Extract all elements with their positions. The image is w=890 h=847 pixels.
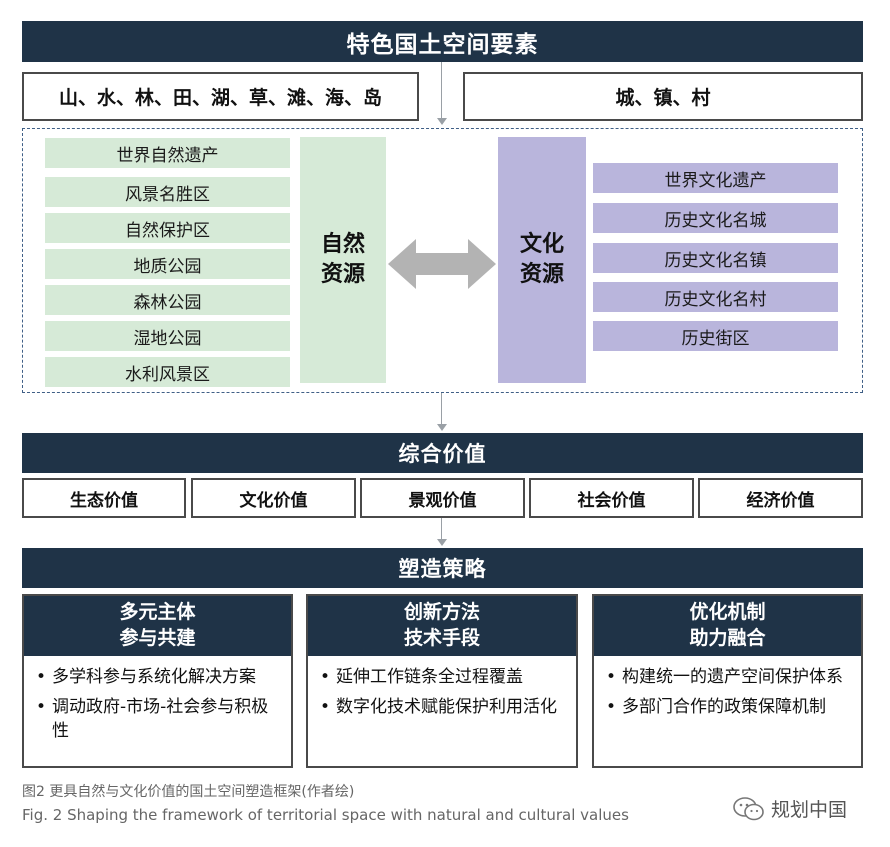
strategy-head-line1: 创新方法 — [403, 601, 480, 624]
cultural-resource-item: 历史文化名镇 — [593, 243, 838, 273]
strategy-column-header: 优化机制 助力融合 — [594, 596, 861, 656]
strategy-head-line1: 优化机制 — [689, 601, 766, 624]
strategy-bullet: 数字化技术赋能保护利用活化 — [318, 696, 568, 720]
cultural-resource-item: 历史文化名村 — [593, 282, 838, 312]
natural-resource-item: 水利风景区 — [45, 357, 290, 387]
cultural-label-line2: 资源 — [519, 262, 564, 287]
urban-elements-box: 城、镇、村 — [463, 72, 863, 121]
value-item: 景观价值 — [360, 478, 525, 518]
natural-resource-item: 地质公园 — [45, 249, 290, 279]
natural-label-line1: 自然 — [320, 232, 365, 258]
strategy-bullet-list: 多学科参与系统化解决方案 调动政府-市场-社会参与积极性 — [34, 666, 283, 749]
value-item: 文化价值 — [191, 478, 356, 518]
cultural-label-line1: 文化 — [519, 232, 564, 258]
strategy-head-line2: 参与共建 — [119, 627, 196, 649]
watermark-text: 规划中国 — [771, 799, 848, 821]
cultural-resource-item: 历史街区 — [593, 321, 838, 351]
cultural-resource-item: 世界文化遗产 — [593, 163, 838, 193]
wechat-icon — [733, 796, 764, 820]
strategy-bullet: 构建统一的遗产空间保护体系 — [604, 666, 853, 690]
strategy-bullet: 多部门合作的政策保障机制 — [604, 696, 853, 720]
value-item: 社会价值 — [529, 478, 694, 518]
figure-caption-english: Fig. 2 Shaping the framework of territor… — [22, 806, 629, 824]
figure-caption-chinese: 图2 更具自然与文化价值的国土空间塑造框架(作者绘) — [22, 784, 355, 800]
strategy-column: 多元主体 参与共建 多学科参与系统化解决方案 调动政府-市场-社会参与积极性 — [22, 594, 293, 768]
strategy-column-header: 多元主体 参与共建 — [24, 596, 291, 656]
natural-resource-item: 自然保护区 — [45, 213, 290, 243]
value-item: 生态价值 — [22, 478, 186, 518]
double-arrow-icon — [388, 239, 496, 289]
diagram-title: 特色国土空间要素 — [22, 21, 863, 62]
connector-line-middle — [441, 393, 442, 425]
natural-resource-item: 森林公园 — [45, 285, 290, 315]
connector-line-top — [441, 62, 442, 120]
cultural-resources-label: 文化 资源 — [498, 137, 586, 383]
strategy-column-header: 创新方法 技术手段 — [308, 596, 576, 656]
connector-arrow-bottom — [436, 539, 447, 546]
values-title: 综合价值 — [22, 433, 863, 473]
resource-frame — [22, 128, 863, 393]
strategy-head-line1: 多元主体 — [119, 601, 196, 624]
strategy-bullet: 多学科参与系统化解决方案 — [34, 666, 283, 690]
connector-arrow-middle — [436, 424, 447, 431]
strategy-column: 优化机制 助力融合 构建统一的遗产空间保护体系 多部门合作的政策保障机制 — [592, 594, 863, 768]
natural-label-line2: 资源 — [320, 262, 365, 287]
strategy-bullet-list: 构建统一的遗产空间保护体系 多部门合作的政策保障机制 — [604, 666, 853, 726]
value-item: 经济价值 — [698, 478, 863, 518]
strategy-head-line2: 技术手段 — [403, 627, 480, 649]
connector-arrow-top — [436, 118, 447, 125]
strategy-bullet: 延伸工作链条全过程覆盖 — [318, 666, 568, 690]
natural-resource-item: 风景名胜区 — [45, 177, 290, 207]
natural-elements-box: 山、水、林、田、湖、草、滩、海、岛 — [22, 72, 419, 121]
strategy-bullet-list: 延伸工作链条全过程覆盖 数字化技术赋能保护利用活化 — [318, 666, 568, 726]
connector-line-bottom — [441, 518, 442, 540]
natural-resources-label: 自然 资源 — [300, 137, 386, 383]
strategy-title: 塑造策略 — [22, 548, 863, 588]
strategy-head-line2: 助力融合 — [689, 627, 766, 649]
cultural-resource-item: 历史文化名城 — [593, 203, 838, 233]
strategy-column: 创新方法 技术手段 延伸工作链条全过程覆盖 数字化技术赋能保护利用活化 — [306, 594, 578, 768]
strategy-bullet: 调动政府-市场-社会参与积极性 — [34, 696, 283, 744]
natural-resource-item: 世界自然遗产 — [45, 138, 290, 168]
natural-resource-item: 湿地公园 — [45, 321, 290, 351]
watermark: 规划中国 — [732, 795, 847, 822]
